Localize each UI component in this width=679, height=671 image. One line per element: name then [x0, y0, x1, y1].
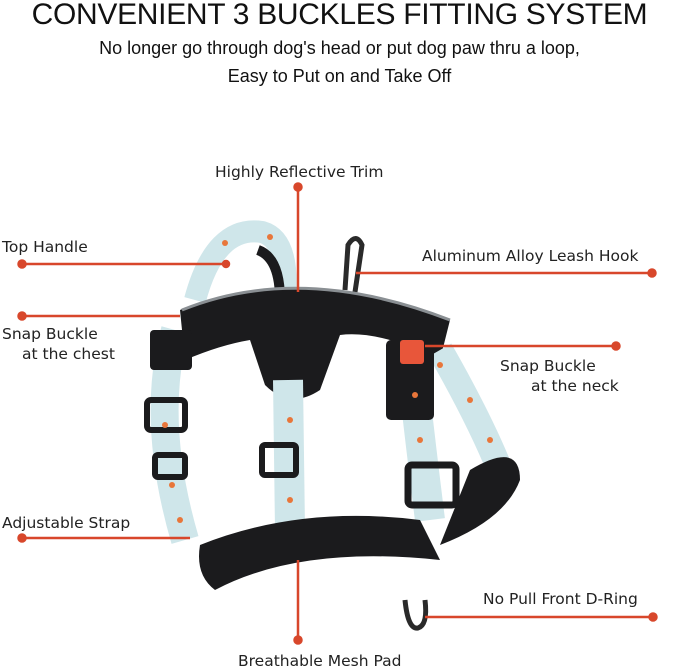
- label-neck-buckle-2: at the neck: [531, 377, 619, 395]
- subtitle-line-2: Easy to Put on and Take Off: [227, 66, 452, 86]
- label-adjustable-strap: Adjustable Strap: [2, 514, 131, 532]
- subtitle-line-1: No longer go through dog's head or put d…: [99, 38, 580, 58]
- harness-image: [144, 220, 520, 631]
- label-leash-hook: Aluminum Alloy Leash Hook: [422, 247, 639, 265]
- label-chest-buckle-2: at the chest: [22, 345, 115, 363]
- label-top-handle: Top Handle: [2, 238, 88, 256]
- label-d-ring: No Pull Front D-Ring: [483, 590, 638, 608]
- headline: CONVENIENT 3 BUCKLES FITTING SYSTEM: [31, 0, 648, 31]
- label-chest-buckle-1: Snap Buckle: [2, 325, 98, 343]
- label-reflective-trim: Highly Reflective Trim: [215, 163, 384, 181]
- label-neck-buckle-1: Snap Buckle: [500, 357, 596, 375]
- label-mesh-pad: Breathable Mesh Pad: [238, 652, 402, 670]
